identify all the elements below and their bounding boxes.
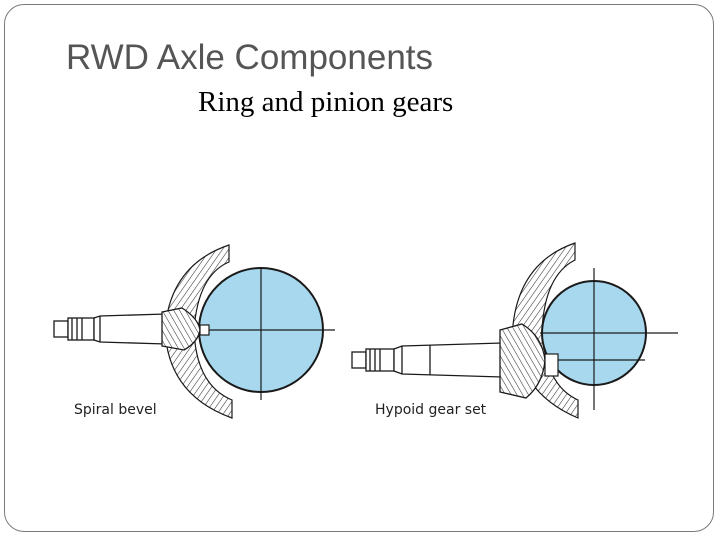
ring-gear-teeth <box>164 244 233 419</box>
pinion-shaft <box>53 313 167 345</box>
slide-frame <box>4 4 714 532</box>
spiral-bevel-diagram <box>53 244 335 419</box>
hypoid-gear-caption: Hypoid gear set <box>375 402 487 418</box>
hypoid-gear-diagram <box>351 242 678 419</box>
slide-subtitle: Ring and pinion gears <box>198 86 454 118</box>
pinion-shaft <box>351 342 503 378</box>
spiral-bevel-caption: Spiral bevel <box>74 402 157 418</box>
slide-title: RWD Axle Components <box>66 38 434 77</box>
